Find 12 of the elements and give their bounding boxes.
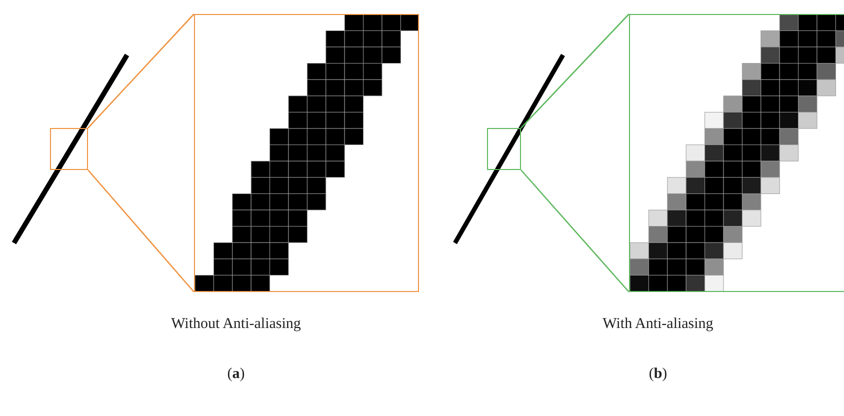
zoom-connector-line	[88, 170, 194, 292]
zoom-connector-line	[520, 14, 630, 128]
caption-text: With Anti-aliasing	[602, 316, 714, 333]
magnified-pixel-view	[194, 14, 419, 292]
caption-text: Without Anti-aliasing	[171, 316, 301, 333]
zoom-connector-line	[520, 170, 630, 292]
panel-label: (b)	[648, 366, 668, 383]
panel-label: (a)	[227, 366, 245, 383]
zoom-connector-line	[88, 14, 194, 128]
magnified-pixel-view	[629, 14, 844, 292]
zoom-region-frame	[50, 128, 88, 170]
zoom-region-frame	[487, 128, 521, 170]
